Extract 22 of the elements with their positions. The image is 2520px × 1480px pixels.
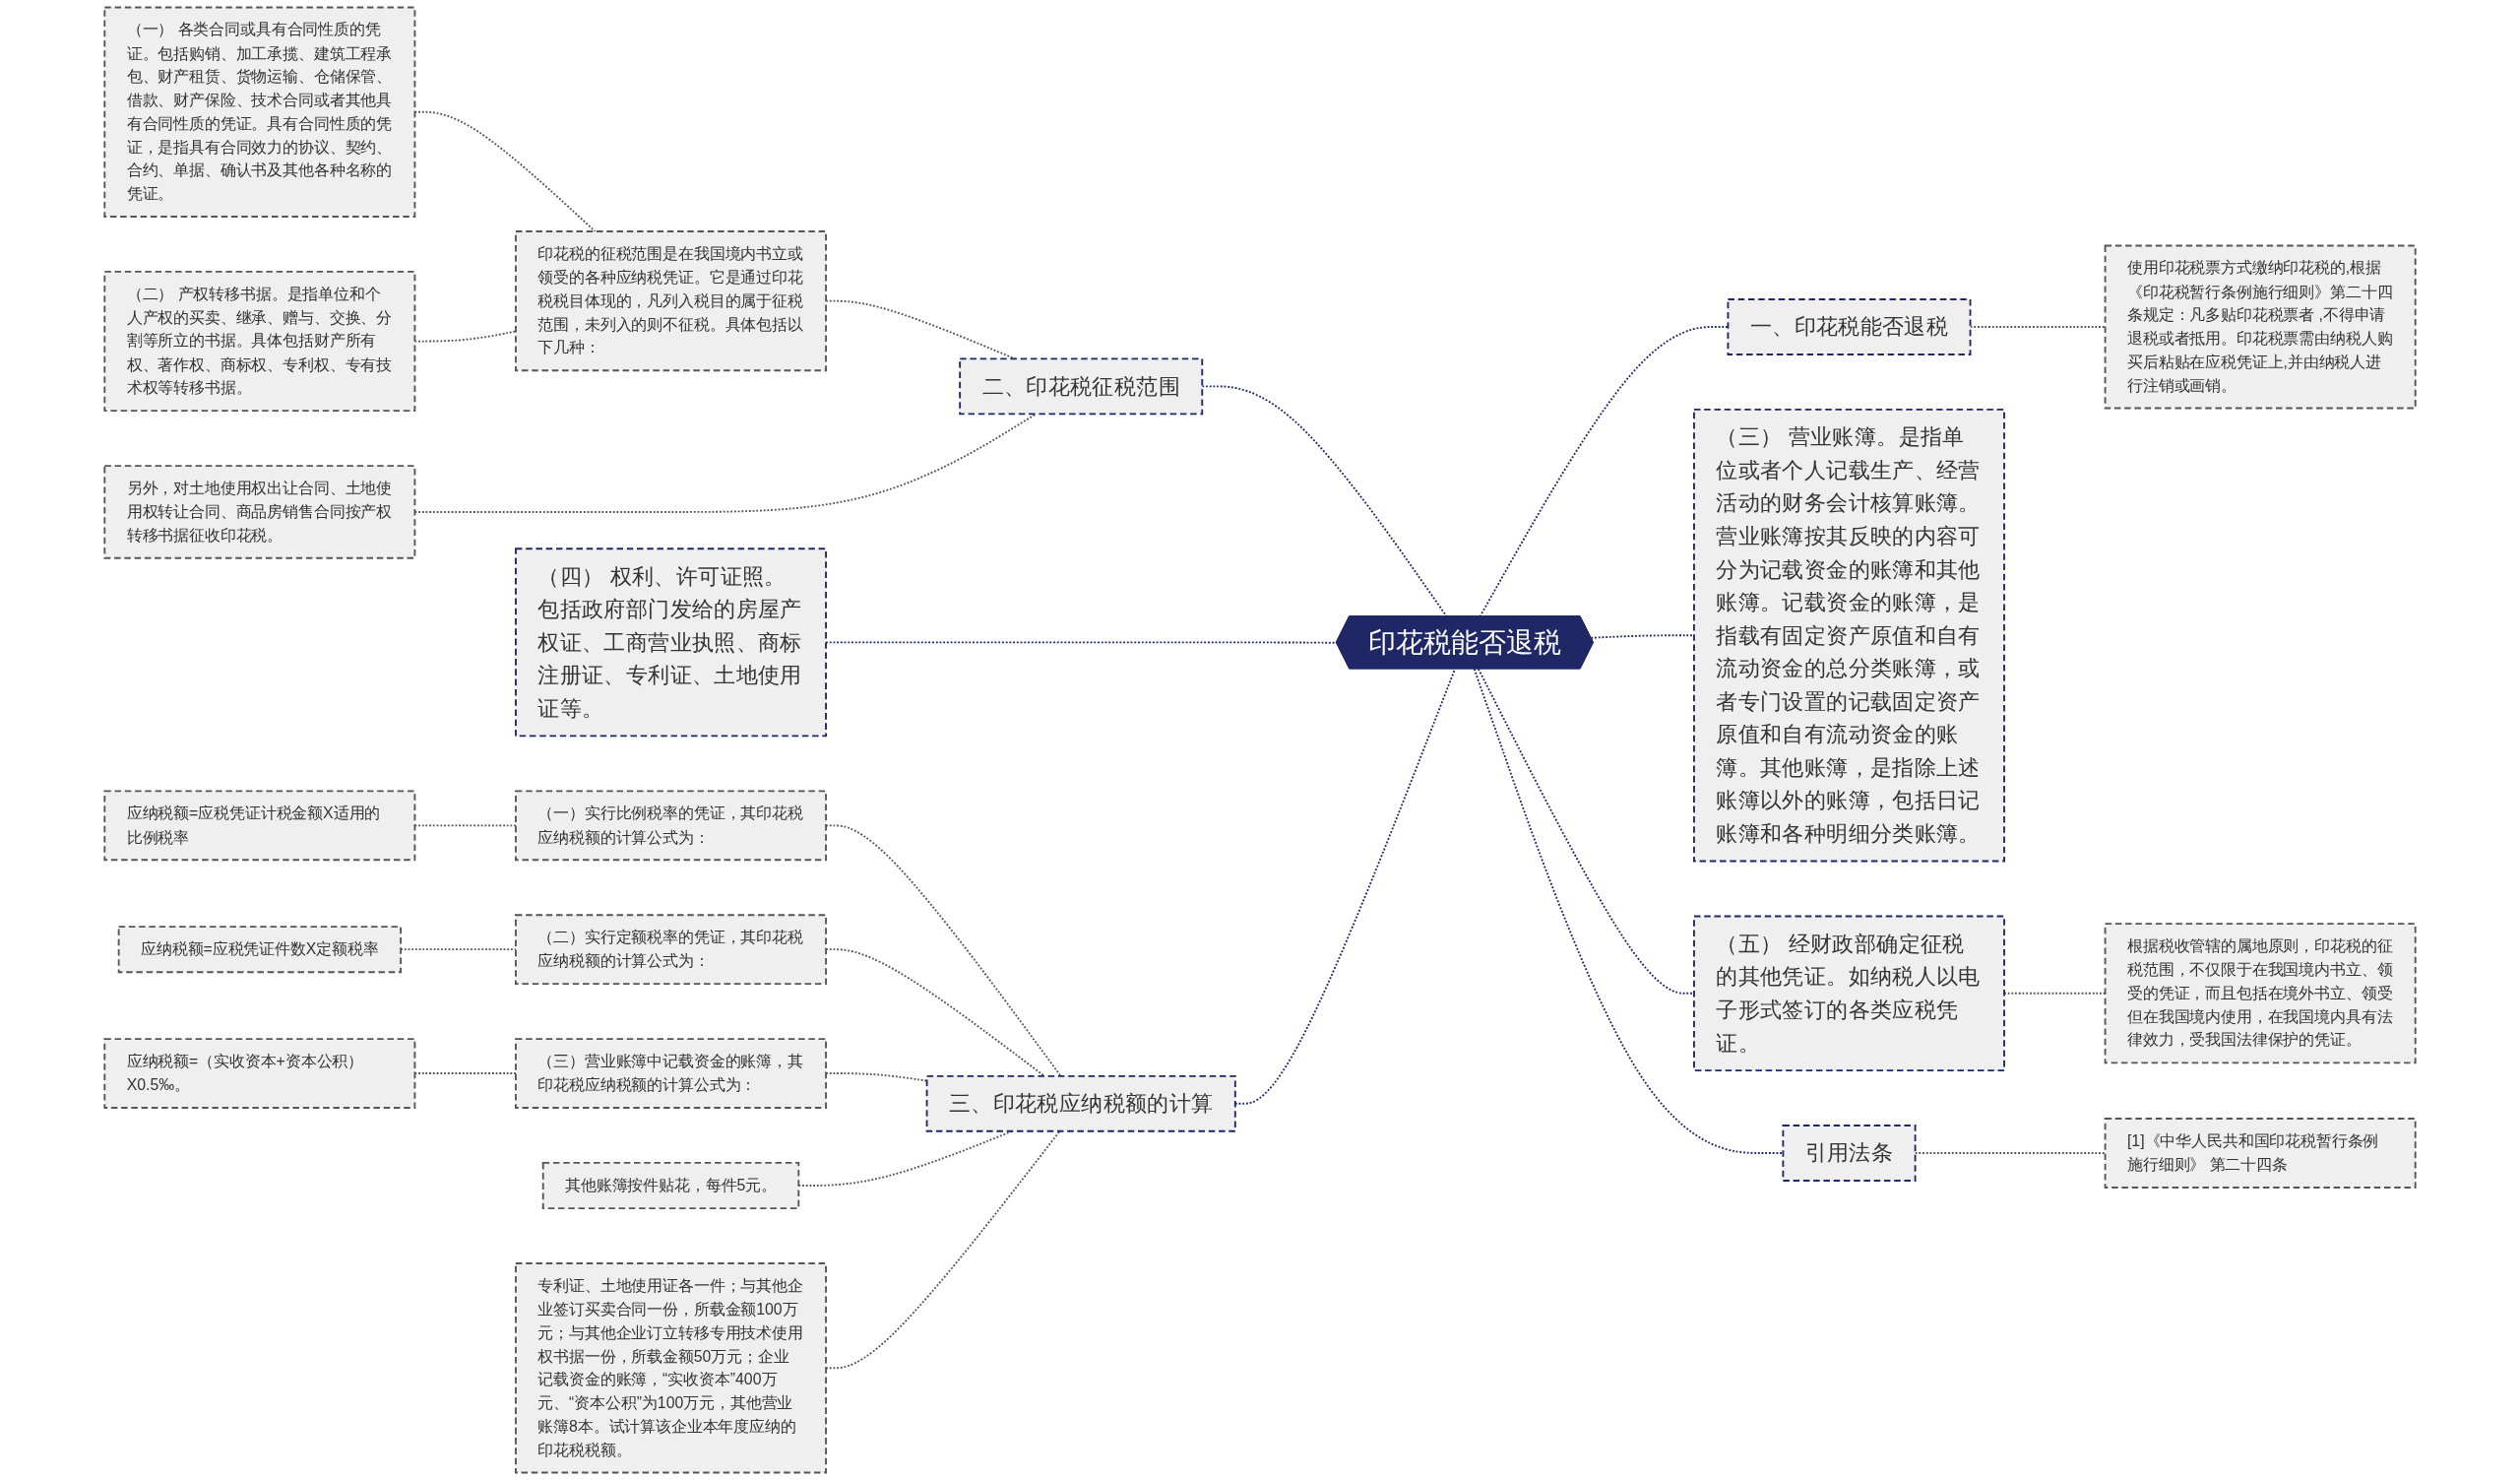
node-box: （三）营业账簿中记载资金的账簿，其印花税应纳税额的计算公式为： [515,1038,827,1109]
node-box: 一、印花税能否退税 [1727,298,1972,355]
node-box: （二） 产权转移书据。是指单位和个人产权的买卖、继承、赠与、交换、分割等所立的书据。具体包括财产所有权、著作权、商标权、专利权、专有技术权等转移书据。 [103,271,416,413]
node-box: （二）实行定额税率的凭证，其印花税应纳税额的计算公式为： [515,914,827,986]
node-box: 专利证、土地使用证各一件；与其他企业签订买卖合同一份，所载金额100万元；与其他企业订立转移专用技术使用权书据一份，所载金额50万元；企业记载资金的账簿，“实收资本”400万元、“资本公积”为100万元，其他营业账簿8本。试计算该企业本年度应纳的印花税税额。 [515,1262,827,1474]
node-box: 应纳税额=（实收资本+资本公积）X0.5‰。 [103,1038,416,1109]
node-box: 印花税的征税范围是在我国境内书立或领受的各种应纳税凭证。它是通过印花税税目体现的，凡列入税目的属于征税范围，未列入的则不征税。具体包括以下几种： [515,230,827,372]
node-box: （四） 权利、许可证照。包括政府部门发给的房屋产权证、工商营业执照、商标注册证、专利证、土地使用证等。 [515,547,827,738]
node-box: 引用法条 [1782,1125,1917,1182]
node-box: （一） 各类合同或具有合同性质的凭证。包括购销、加工承揽、建筑工程承包、财产租赁、货物运输、仓储保管、借款、财产保险、技术合同或者其他具有合同性质的凭证。具有合同性质的凭证，是指具有合同效力的协议、契约、合约、单据、确认书及其他各种名称的凭证。 [103,6,416,218]
node-box: 根据税收管辖的属地原则，印花税的征税范围，不仅限于在我国境内书立、领受的凭证，而且包括在境外书立、领受但在我国境内使用，在我国境内具有法律效力，受我国法律保护的凭证。 [2104,923,2417,1064]
node-box: 使用印花税票方式缴纳印花税的,根据《印花税暂行条例施行细则》第二十四条规定：凡多贴印花税票者 ,不得申请退税或者抵用。印花税票需由纳税人购买后粘贴在应税凭证上,并由纳税人进行注销或画销。 [2104,244,2417,410]
node-box: 应纳税额=应税凭证计税金额X适用的比例税率 [103,790,416,862]
node-box: 其他账簿按件贴花，每件5元。 [541,1162,800,1209]
node-box: [1]《中华人民共和国印花税暂行条例施行细则》 第二十四条 [2104,1118,2417,1189]
node-box: （三） 营业账簿。是指单位或者个人记载生产、经营活动的财务会计核算账簿。营业账簿按其反映的内容可分为记载资金的账簿和其他账簿。记载资金的账簿，是指载有固定资产原值和自有流动资金的总分类账簿，或者专门设置的记载固定资产原值和自有流动资金的账簿。其他账簿，是指除上述账簿以外的账簿，包括日记账簿和各种明细分类账簿。 [1693,408,2005,863]
node-box: 应纳税额=应税凭证件数X定额税率 [117,926,402,974]
node-box: 三、印花税应纳税额的计算 [925,1074,1236,1132]
node-box: 另外，对土地使用权出让合同、土地使用权转让合同、商品房销售合同按产权转移书据征收印花税。 [103,465,416,559]
node-box: 二、印花税征税范围 [959,357,1204,416]
node-box: （五） 经财政部确定征税的其他凭证。如纳税人以电子形式签订的各类应税凭证。 [1693,915,2005,1072]
node-box: （一）实行比例税率的凭证，其印花税应纳税额的计算公式为： [515,790,827,862]
